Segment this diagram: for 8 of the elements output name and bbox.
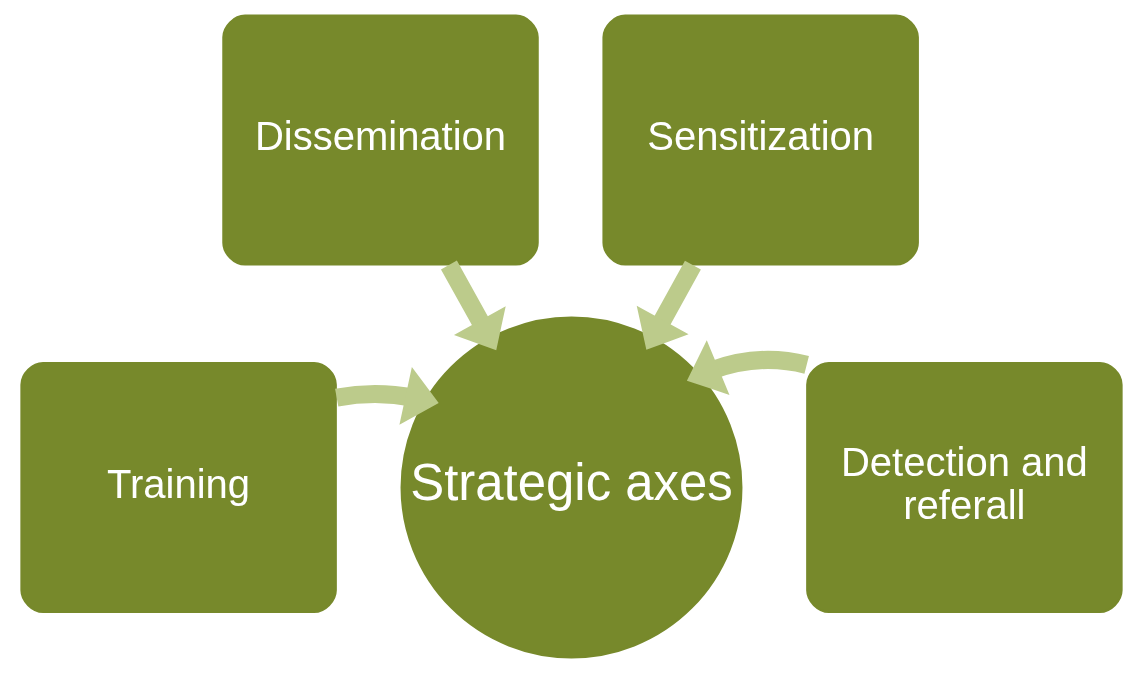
arrow xyxy=(636,260,701,350)
arrow xyxy=(440,260,506,351)
node-box: Sensitization xyxy=(602,14,919,266)
node-box: Dissemination xyxy=(222,14,539,266)
arrow xyxy=(686,340,809,395)
node-box: Training xyxy=(20,361,337,613)
node-box: Detection and referall xyxy=(806,361,1123,613)
arrow xyxy=(335,366,439,425)
